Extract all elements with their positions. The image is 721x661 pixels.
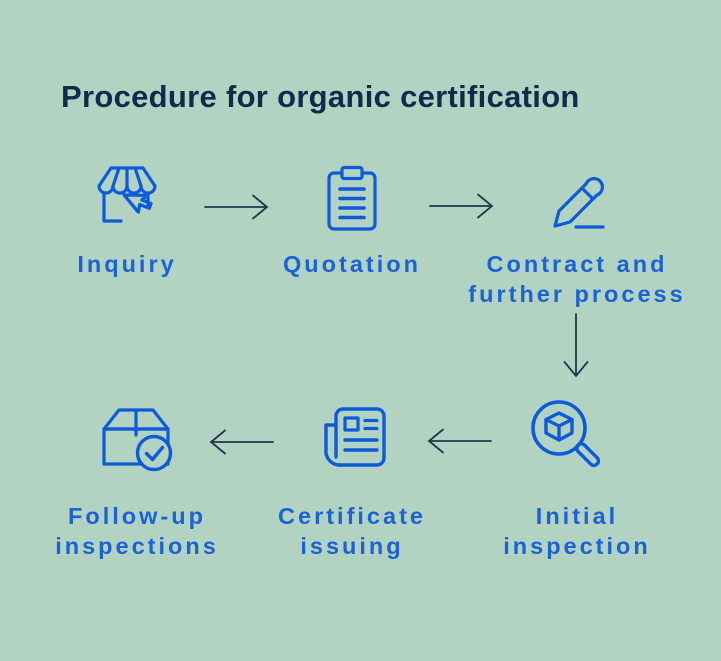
- step-label-quotation: Quotation: [283, 251, 421, 277]
- step-label-followup-inspections: Follow-up inspections: [55, 503, 219, 559]
- step-certificate-issuing: Certificate issuing: [252, 398, 452, 561]
- arrow-left-icon: [209, 429, 274, 455]
- step-contract: Contract and further process: [457, 163, 697, 309]
- step-label-initial-inspection: Initial inspection: [503, 503, 651, 559]
- step-label-inquiry: Inquiry: [77, 251, 177, 277]
- step-initial-inspection: Initial inspection: [467, 398, 687, 561]
- step-inquiry: Inquiry: [47, 163, 207, 279]
- package-check-icon: [102, 408, 173, 472]
- step-quotation: Quotation: [272, 163, 432, 279]
- newspaper-certificate-icon: [324, 407, 386, 467]
- arrow-left-icon: [427, 428, 492, 454]
- clipboard-icon: [327, 165, 377, 231]
- arrow-right-icon: [204, 194, 269, 220]
- page-title: Procedure for organic certification: [61, 78, 580, 114]
- step-followup-inspections: Follow-up inspections: [27, 398, 247, 561]
- arrow-down-icon: [563, 313, 589, 378]
- magnifier-cube-icon: [531, 400, 601, 468]
- step-label-contract: Contract and further process: [468, 251, 686, 307]
- arrow-right-icon: [429, 193, 494, 219]
- pencil-signature-icon: [553, 176, 605, 229]
- step-label-certificate-issuing: Certificate issuing: [278, 503, 426, 559]
- store-cursor-icon: [97, 166, 157, 223]
